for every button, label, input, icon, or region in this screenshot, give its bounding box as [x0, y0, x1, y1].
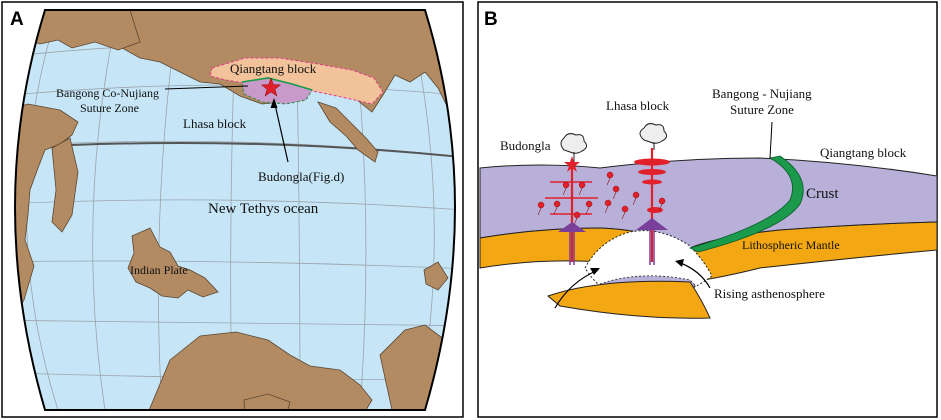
magma-system-left	[545, 133, 598, 265]
label-ocean: New Tethys ocean	[208, 201, 319, 217]
label-qiangtang-b: Qiangtang block	[820, 145, 907, 160]
volcanic-plume-right-icon	[639, 123, 668, 144]
label-bangong-line1: Bangong Co-Nujiang	[56, 86, 159, 100]
label-qiangtang: Qiangtang block	[230, 61, 317, 76]
label-budongla: Budongla(Fig.d)	[258, 169, 344, 184]
magma-root-left	[558, 222, 586, 232]
magma-system-right	[634, 123, 670, 265]
arrowhead-icon	[590, 268, 600, 275]
label-suture-line2: Suture Zone	[730, 102, 794, 117]
budongla-star-icon	[260, 77, 282, 97]
magma-sill	[634, 158, 670, 166]
antarctica	[144, 331, 373, 410]
qiangtang-block	[209, 57, 384, 105]
panel-b: B Bangong - Nujiang Suture Zone Lhasa bl…	[477, 1, 938, 418]
label-indian-plate: Indian Plate	[130, 263, 188, 277]
panel-a: A Qiangtang block Bangong Co-Nujiang Sut…	[1, 1, 464, 418]
globe-outline	[14, 9, 456, 411]
suture-leader-line	[769, 121, 773, 159]
bangong-leader-line	[164, 85, 249, 90]
label-suture-line1: Bangong - Nujiang	[712, 86, 812, 101]
label-lhasa-b: Lhasa block	[606, 98, 670, 113]
magma-root-right	[636, 218, 668, 230]
indochina	[317, 101, 379, 163]
budongla-star-b-icon	[564, 156, 580, 172]
se-island	[423, 261, 449, 291]
lhasa-block	[241, 77, 313, 105]
suture-line	[241, 77, 313, 91]
arabia-strip	[51, 137, 79, 233]
lower-lens-orange	[546, 280, 711, 319]
label-bangong-line2: Suture Zone	[80, 101, 139, 115]
melt-drops	[537, 171, 666, 226]
label-budongla-b: Budongla	[500, 138, 551, 153]
volcanic-plume-left-icon	[560, 133, 588, 154]
arrowhead-icon	[675, 259, 684, 267]
suture-zone-band	[688, 155, 804, 253]
magma-sill	[638, 169, 666, 175]
label-crust: Crust	[806, 186, 839, 202]
budongla-leader-line	[273, 99, 289, 163]
panel-a-letter: A	[10, 9, 24, 30]
magma-sill	[642, 179, 662, 185]
panel-b-letter: B	[484, 9, 498, 30]
label-rising: Rising asthenosphere	[714, 286, 825, 301]
label-lhasa: Lhasa block	[183, 116, 247, 131]
magma-sill	[647, 207, 663, 213]
south-island	[243, 393, 291, 410]
label-mantle: Lithospheric Mantle	[742, 238, 840, 252]
arrowhead-icon	[270, 98, 278, 108]
indian-plate	[127, 227, 219, 299]
